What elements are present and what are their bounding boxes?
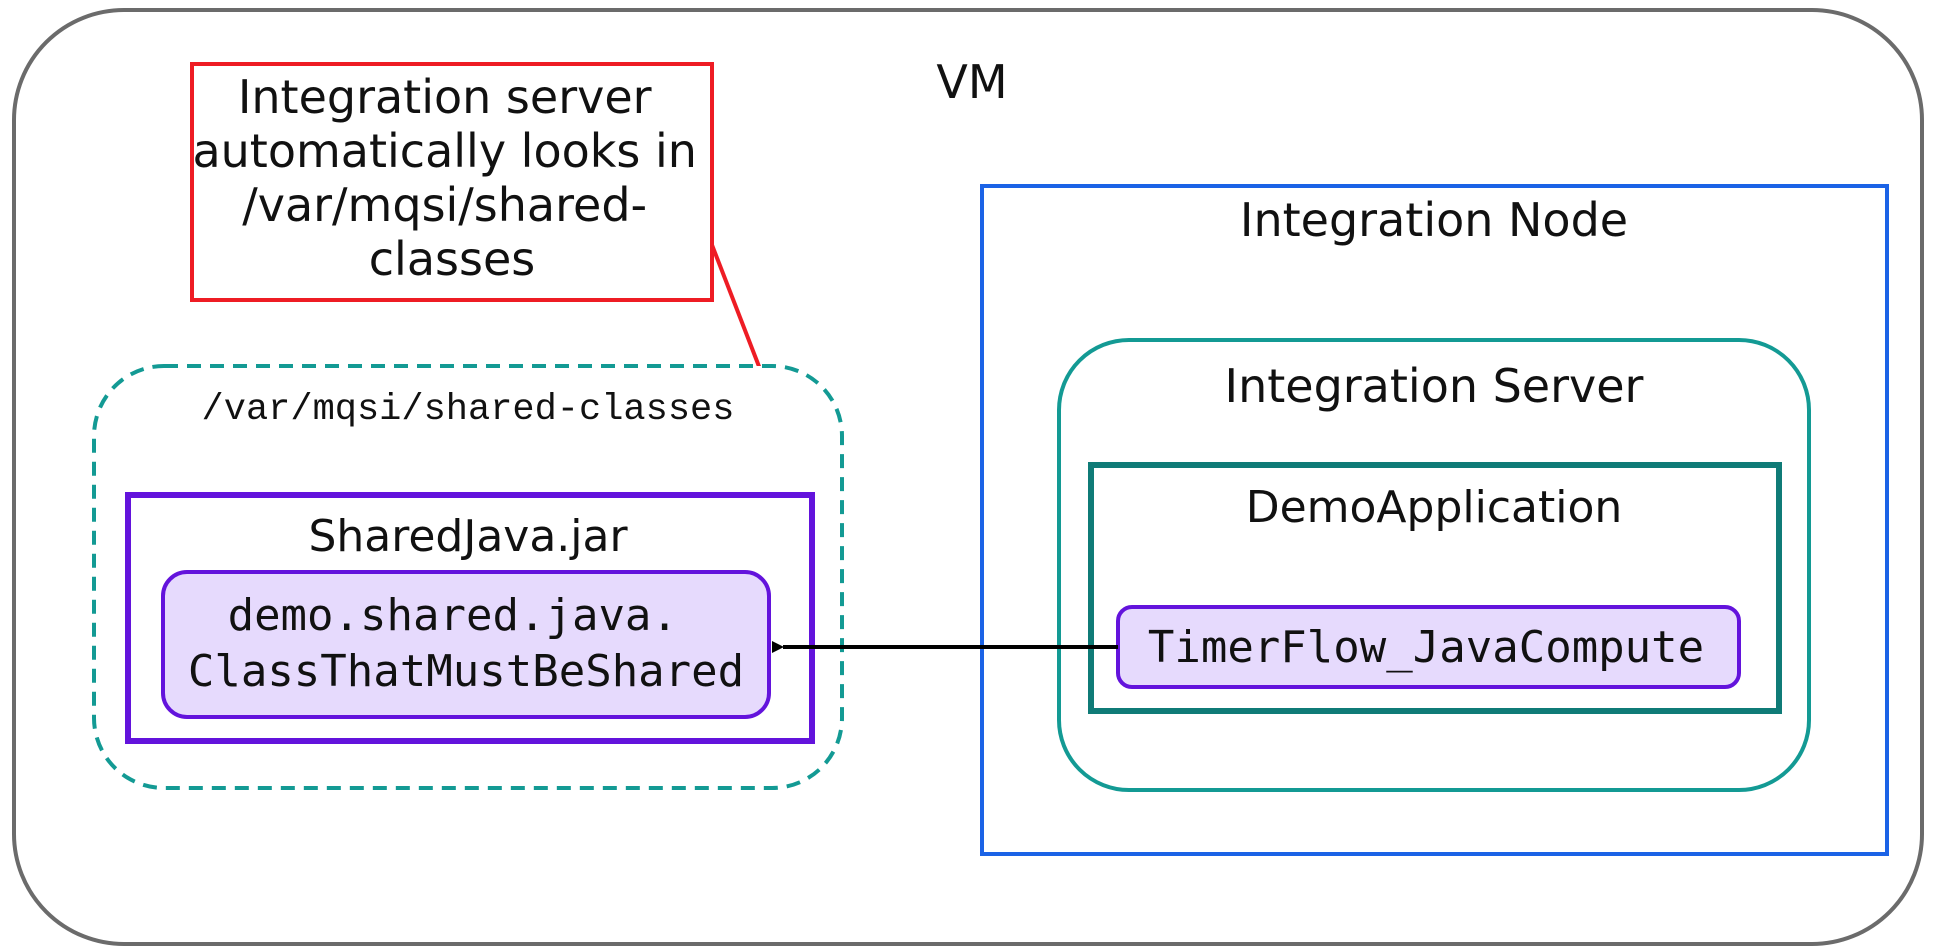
note-text: Integration server automatically looks i…	[192, 70, 711, 286]
java-compute-node-label: TimerFlow_JavaCompute	[1148, 622, 1704, 673]
integration-server-label: Integration Server	[1225, 359, 1644, 413]
note-line: Integration server	[238, 70, 652, 124]
note-connector	[710, 244, 762, 370]
note-box	[190, 62, 714, 302]
integration-node-label: Integration Node	[1240, 193, 1628, 247]
vm-label: VM	[936, 55, 1007, 109]
demo-application-label: DemoApplication	[1246, 482, 1623, 533]
shared-class-box	[161, 570, 771, 719]
shared-class-line: ClassThatMustBeShared	[188, 646, 744, 697]
note-line: automatically looks in	[192, 124, 696, 178]
note-line: /var/mqsi/shared-	[242, 178, 647, 232]
shared-class-line: demo.shared.java.	[228, 590, 678, 641]
shared-classes-label: /var/mqsi/shared-classes	[202, 389, 735, 431]
shared-class-label: demo.shared.java. ClassThatMustBeShared	[188, 590, 744, 697]
note-line: classes	[369, 232, 535, 286]
shared-jar-label: SharedJava.jar	[308, 511, 628, 562]
